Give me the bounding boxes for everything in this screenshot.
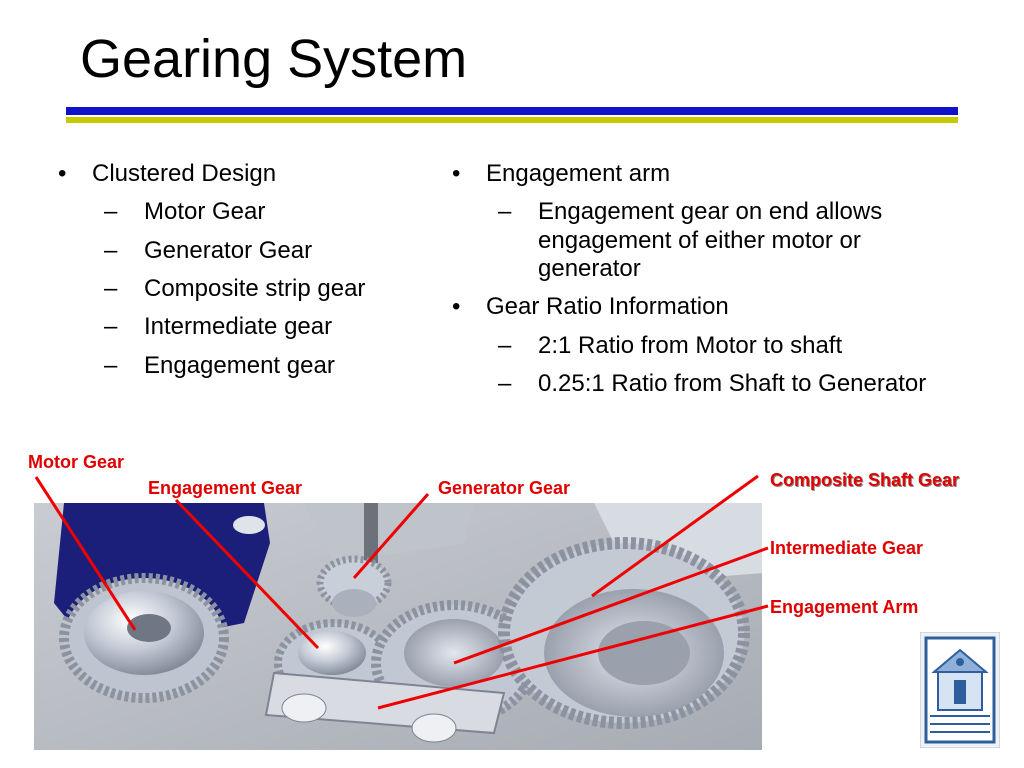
composite-shaft-gear-shape	[498, 537, 750, 729]
sub-bullet-text: Motor Gear	[144, 198, 266, 226]
sub-bullet-text: Engagement gear on end allows engagement…	[538, 198, 883, 282]
callout-composite-shaft-gear: Composite Shaft Gear	[770, 470, 960, 490]
slide-title: Gearing System	[80, 29, 468, 89]
left-bullet-list: •Clustered Design –Motor Gear –Generator…	[58, 160, 438, 390]
sub-bullet-text: Intermediate gear	[144, 313, 333, 341]
callout-motor-gear: Motor Gear	[28, 452, 125, 472]
gear-assembly-image	[34, 503, 762, 750]
bullet-text: Engagement arm	[486, 160, 671, 187]
bullet-marker: •	[58, 160, 67, 187]
right-bullet-list: •Engagement arm –Engagement gear on end …	[452, 160, 1012, 408]
callout-generator-gear: Generator Gear	[438, 478, 571, 498]
sub-bullet-item: –Intermediate gear	[58, 313, 438, 341]
sub-bullet-item: –Motor Gear	[58, 198, 438, 226]
sub-bullet-item: –Engagement gear	[58, 352, 438, 380]
sub-bullet-item: –Generator Gear	[58, 237, 438, 265]
title-rule-blue	[66, 107, 958, 115]
sub-bullet-text: Composite strip gear	[144, 274, 366, 302]
sub-bullet-text: Engagement gear	[144, 351, 335, 379]
dash-marker: –	[498, 198, 512, 226]
sub-bullet-text: 0.25:1 Ratio from Shaft to Generator	[538, 369, 927, 397]
bullet-marker: •	[452, 293, 461, 321]
sub-bullet-item: –Composite strip gear	[58, 275, 438, 303]
sub-bullet-text: 2:1 Ratio from Motor to shaft	[538, 331, 843, 359]
callout-engagement-arm: Engagement Arm	[770, 597, 919, 617]
sub-bullet-item: –2:1 Ratio from Motor to shaft	[452, 332, 1012, 360]
dash-marker: –	[104, 351, 118, 379]
callout-engagement-gear: Engagement Gear	[148, 478, 303, 498]
sub-bullet-item: –Engagement gear on end allows engagemen…	[452, 198, 958, 283]
dash-marker: –	[104, 313, 118, 341]
dash-marker: –	[498, 331, 512, 359]
sub-bullet-item: –0.25:1 Ratio from Shaft to Generator	[452, 370, 1012, 398]
bullet-marker: •	[452, 160, 461, 187]
bullet-item: • Engagement arm	[452, 160, 1012, 188]
bullet-item: • Clustered Design	[58, 160, 438, 188]
dash-marker: –	[104, 236, 118, 264]
title-rule-yellow	[66, 117, 958, 123]
bullet-text: Gear Ratio Information	[486, 293, 729, 321]
dash-marker: –	[104, 198, 118, 226]
motor-gear-shape	[59, 573, 229, 703]
dash-marker: –	[498, 369, 512, 397]
bullet-item: • Gear Ratio Information	[452, 293, 1012, 321]
bullet-text: Clustered Design	[92, 160, 277, 187]
institution-crest-icon	[920, 632, 1000, 748]
dash-marker: –	[104, 274, 118, 302]
sub-bullet-text: Generator Gear	[144, 236, 313, 264]
callout-intermediate-gear: Intermediate Gear	[770, 538, 924, 558]
